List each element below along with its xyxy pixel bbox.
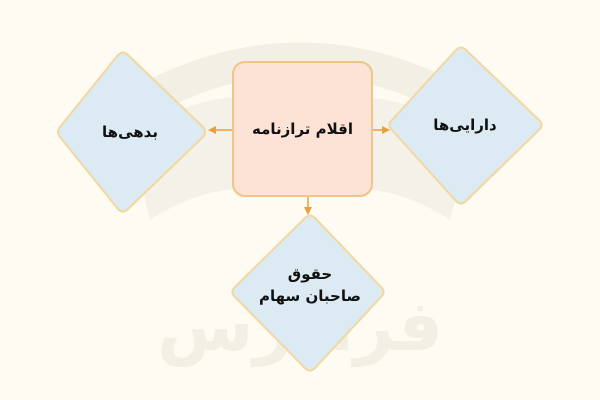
- right-label: دارایی‌ها: [433, 115, 497, 134]
- left-label: بدهی‌ها: [102, 122, 158, 141]
- bottom-label: حقوق صاحبان سهام: [259, 264, 361, 306]
- center-box: [232, 61, 373, 197]
- diamond-right: [388, 46, 543, 205]
- diamond-bottom: [231, 214, 385, 372]
- center-label: اقلام ترازنامه: [252, 119, 353, 138]
- diamond-left: [57, 51, 206, 213]
